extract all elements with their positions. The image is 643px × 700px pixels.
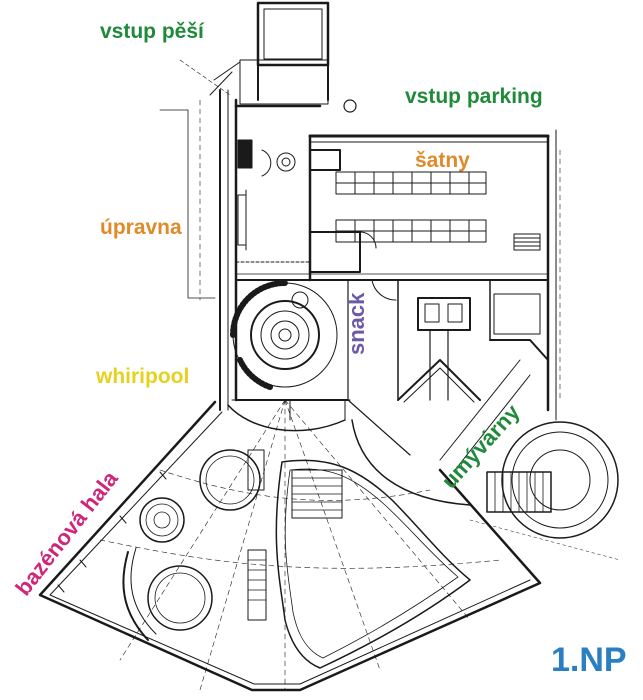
label-upravna: úpravna (100, 216, 182, 239)
floor-label: 1.NP (551, 641, 627, 679)
upper-block-walls (159, 89, 557, 421)
label-satny: šatny (415, 149, 470, 172)
label-whirlpool: whiripool (96, 365, 190, 388)
snack-and-washrooms (347, 279, 549, 471)
structural-grid (99, 99, 561, 691)
label-vstup-parking: vstup parking (405, 85, 543, 108)
whirlpool (230, 280, 349, 421)
entrance-tower (179, 1, 357, 113)
label-vstup-pesi: vstup pěší (100, 20, 204, 43)
changing-room-lockers (309, 149, 541, 273)
pool-hall-walls (38, 399, 542, 692)
label-snack: snack (344, 292, 369, 355)
pool-basins (122, 404, 471, 669)
entry-hall (235, 139, 311, 263)
outdoor-pool (469, 421, 621, 561)
